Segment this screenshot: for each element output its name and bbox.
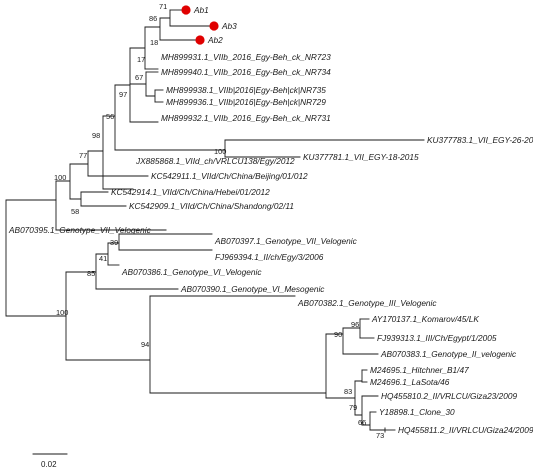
taxon-kc542911: KC542911.1_VIId/Ch/China/Beijing/01/012 — [151, 171, 308, 181]
bootstrap-83: 83 — [344, 387, 352, 396]
taxon-jx885868: JX885868.1_VIId_ch/VRLCU138/Egy/2012 — [135, 156, 295, 166]
taxon-ku2014: KU377783.1_VII_EGY-26-2014 — [427, 135, 533, 145]
bootstrap-67: 67 — [135, 73, 143, 82]
marker-ab1 — [181, 5, 191, 15]
taxon-mh735: MH899938.1_VIIb|2016|Egy-Beh|ck|NR735 — [166, 85, 326, 95]
bootstrap-86: 86 — [149, 14, 157, 23]
marker-ab3 — [209, 21, 219, 31]
taxon-m24695: M24695.1_Hitchner_B1/47 — [370, 365, 469, 375]
bootstrap-100a: 100 — [214, 147, 226, 156]
bootstrap-41: 41 — [99, 254, 107, 263]
bootstrap-100c: 100 — [56, 308, 68, 317]
taxon-ab070397: AB070397.1_Genotype_VII_Velogenic — [214, 236, 358, 246]
branch-node-m246 — [354, 369, 363, 383]
branch-node-77 — [69, 150, 89, 177]
taxon-kc542909: KC542909.1_VIId/Ch/China/Shandong/02/11 — [129, 201, 294, 211]
marker-ab2 — [195, 35, 205, 45]
branch-node-mh735 — [145, 89, 156, 103]
taxon-mh729: MH899936.1_VIIb|2016|Egy-Beh|ck|NR729 — [166, 97, 326, 107]
taxon-y18898: Y18898.1_Clone_30 — [379, 407, 455, 417]
taxon-hq455811: HQ455811.2_II/VRLCU/Giza24/2009 — [398, 425, 533, 435]
bootstrap-100b: 100 — [54, 173, 66, 182]
taxon-m24696: M24696.1_LaSota/46 — [370, 377, 450, 387]
branch-node-83 — [325, 380, 356, 416]
taxon-fj939313: FJ939313.1_III/Ch/Egypt/1/2005 — [377, 333, 497, 343]
branch-node-100a — [114, 139, 226, 158]
taxon-mh731: MH899932.1_VIIb_2016_Egy-Beh_ck_NR731 — [161, 113, 331, 123]
taxon-ab070382: AB070382.1_Genotype_III_Velogenic — [297, 298, 437, 308]
branch-node-58 — [69, 191, 82, 207]
bootstrap-96: 96 — [351, 320, 359, 329]
bootstrap-71: 71 — [159, 2, 167, 11]
bootstrap-66: 66 — [358, 418, 366, 427]
bootstrap-values: 71 86 18 17 67 97 56 98 100 77 100 58 39… — [54, 2, 384, 440]
bootstrap-18: 18 — [150, 38, 158, 47]
scale-bar: 0.02 — [32, 453, 68, 469]
branch-root — [5, 199, 67, 317]
branch-node-18 — [144, 17, 161, 41]
taxon-ku2015: KU377781.1_VII_EGY-18-2015 — [303, 152, 419, 162]
bootstrap-79: 79 — [349, 403, 357, 412]
taxon-kc542914: KC542914.1_VIId/Ch/China/Hebei/01/2012 — [111, 187, 270, 197]
bootstrap-77: 77 — [79, 151, 87, 160]
branch-node-90 — [325, 327, 344, 355]
taxon-ab070390: AB070390.1_Genotype_VI_Mesogenic — [180, 284, 325, 294]
taxon-mh723: MH899931.1_VIIb_2016_Egy-Beh_ck_NR723 — [161, 52, 331, 62]
bootstrap-58: 58 — [71, 207, 79, 216]
branch-node-39 — [107, 233, 120, 251]
branch-node-79 — [354, 395, 363, 426]
bootstrap-56: 56 — [106, 112, 114, 121]
branch-node-97 — [114, 47, 131, 123]
branch-node-67 — [129, 71, 147, 97]
branch-node-85 — [65, 253, 97, 290]
taxon-ab3: Ab3 — [221, 21, 237, 31]
tree-branches — [5, 9, 425, 433]
taxon-ab070383: AB070383.1_Genotype_II_velogenic — [380, 349, 517, 359]
bootstrap-97: 97 — [119, 90, 127, 99]
bootstrap-39: 39 — [110, 238, 118, 247]
branch-node-96 — [342, 318, 361, 339]
bootstrap-90: 90 — [334, 330, 342, 339]
taxon-ab070395: AB070395.1_Genotype_VII_Velogenic — [8, 225, 152, 235]
taxon-ay170137: AY170137.1_Komarov/45/LK — [371, 314, 479, 324]
taxon-labels: Ab1 Ab3 Ab2 MH899931.1_VIIb_2016_Egy-Beh… — [8, 5, 533, 435]
branch-node-98 — [87, 115, 104, 190]
branch-node-100b — [55, 163, 71, 200]
branch-node-17 — [129, 26, 146, 70]
sample-markers — [181, 5, 219, 45]
branch-node-lower-sub — [149, 333, 327, 399]
branch-node-56 — [102, 84, 116, 151]
bootstrap-73: 73 — [376, 431, 384, 440]
bootstrap-94: 94 — [141, 340, 149, 349]
branch-node-86 — [159, 9, 171, 27]
taxon-ab2: Ab2 — [207, 35, 223, 45]
taxon-mh734: MH899940.1_VIIb_2016_Egy-Beh_ck_NR734 — [161, 67, 331, 77]
branch-node-66 — [361, 411, 371, 431]
branch-node-41 — [95, 242, 109, 266]
taxon-ab070386: AB070386.1_Genotype_VI_Velogenic — [121, 267, 262, 277]
scale-bar-label: 0.02 — [41, 460, 57, 469]
taxon-ab1: Ab1 — [193, 5, 209, 15]
bootstrap-98: 98 — [92, 131, 100, 140]
taxon-fj969394: FJ969394.1_II/ch/Egy/3/2006 — [215, 252, 324, 262]
bootstrap-85: 85 — [87, 269, 95, 278]
taxon-hq455810: HQ455810.2_II/VRLCU/Giza23/2009 — [381, 391, 517, 401]
branch-node-94 — [65, 295, 151, 394]
bootstrap-17: 17 — [137, 55, 145, 64]
